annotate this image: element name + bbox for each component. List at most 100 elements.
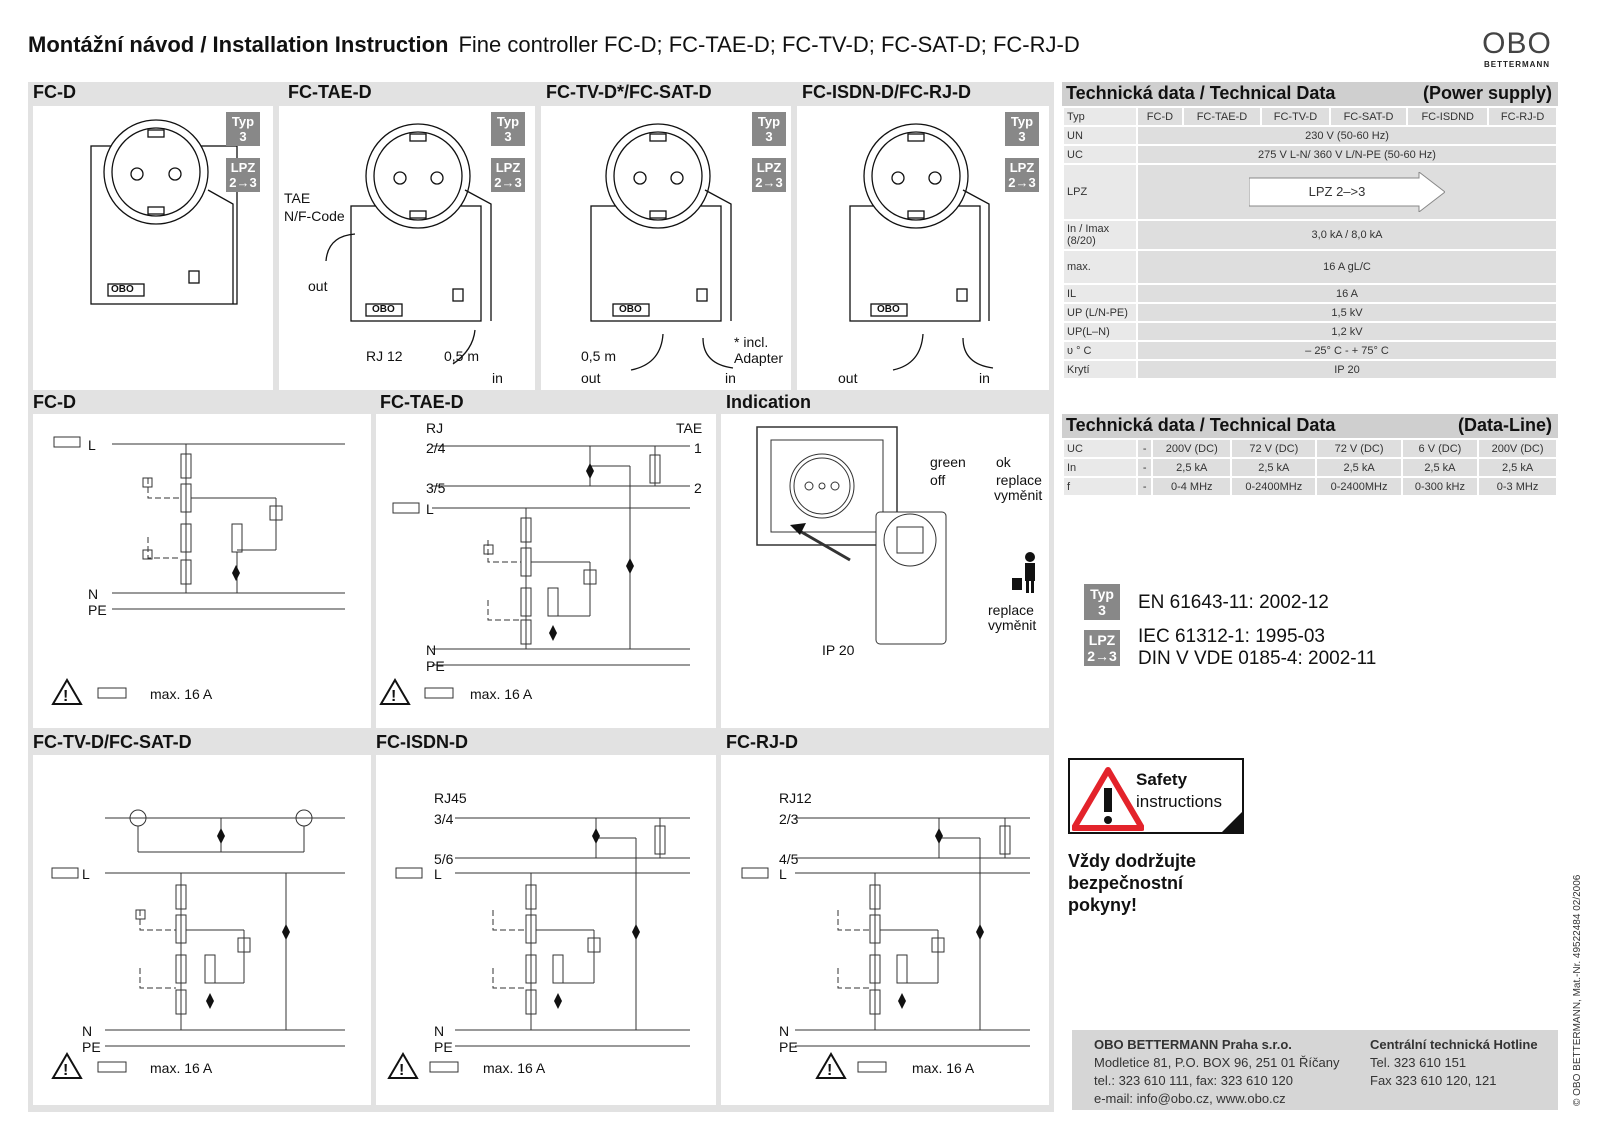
norm-iec: IEC 61312-1: 1995-03 [1138, 626, 1325, 647]
norm-en: EN 61643-11: 2002-12 [1138, 592, 1329, 613]
label-out: out [308, 278, 328, 294]
panel-title-fctv: FC-TV-D*/FC-SAT-D [546, 82, 712, 102]
power-table-header: Technická data / Technical Data (Power s… [1062, 82, 1558, 106]
safety-label: Safety [1136, 770, 1188, 789]
typ-badge: Typ 3 [752, 112, 786, 146]
table-cell: - [1135, 457, 1154, 478]
table-cell: 2,5 kA [1315, 457, 1403, 478]
label-tae: TAE [676, 420, 703, 436]
table-cell: - [1135, 438, 1154, 459]
table-cell: In [1062, 457, 1138, 478]
title-sub: Fine controller FC-D; FC-TAE-D; FC-TV-D;… [458, 32, 1080, 57]
label-l: L [88, 437, 96, 453]
typ-badge: Typ 3 [226, 112, 260, 146]
label-max-fuse: max. 16 A [150, 1060, 213, 1076]
footer-contact: OBO BETTERMANN Praha s.r.o. Modletice 81… [1072, 1030, 1558, 1110]
table-cell: - [1135, 476, 1154, 497]
label-pin: 3/5 [426, 480, 446, 496]
circuit-fctae [376, 414, 716, 728]
power-table: Typ FC-D FC-TAE-D FC-TV-D FC-SAT-D FC-IS… [1062, 106, 1558, 380]
typ-badge: Typ 3 [1084, 584, 1120, 620]
label-incl: * incl. [734, 334, 769, 350]
table-cell: 0-3 MHz [1477, 476, 1558, 497]
label-rj45: RJ45 [434, 790, 467, 806]
label-n: N [426, 642, 437, 658]
table-row: UP (L/N-PE)1,5 kV [1062, 302, 1558, 323]
table-cell: 0-4 MHz [1151, 476, 1233, 497]
lpz-arrow-label: LPZ 2–>3 [1308, 184, 1366, 199]
table-cell: Typ [1062, 106, 1138, 127]
safety-box: Safety instructions [1068, 758, 1244, 834]
table-cell: 200V (DC) [1477, 438, 1558, 459]
lpz-arrow-icon: LPZ 2–>3 [1249, 172, 1445, 212]
table-cell: FC-D [1136, 106, 1184, 127]
footer-hotline: Centrální technická Hotline [1370, 1037, 1538, 1052]
table-row: Typ FC-D FC-TAE-D FC-TV-D FC-SAT-D FC-IS… [1062, 106, 1558, 127]
label-pe: PE [82, 1039, 101, 1055]
table-cell: 200V (DC) [1151, 438, 1233, 459]
page-title: Montážní návod / Installation Instructio… [28, 32, 1080, 58]
table-cell: UC [1062, 438, 1138, 459]
label-l: L [426, 501, 434, 517]
label-n: N [88, 586, 99, 602]
label-nf-code: N/F-Code [284, 208, 345, 224]
label-pin: 5/6 [434, 851, 454, 867]
label-length: 0,5 m [581, 348, 617, 364]
table-row: LPZ LPZ 2–>3 [1062, 163, 1558, 221]
table-cell: 1,5 kV [1136, 302, 1558, 323]
table-cell: FC-TAE-D [1181, 106, 1263, 127]
safety-line: pokyny! [1068, 895, 1138, 915]
label-out: out [838, 370, 858, 386]
label-green: green [930, 454, 966, 470]
label-l: L [82, 866, 90, 882]
footer-email: e-mail: info@obo.cz, www.obo.cz [1094, 1091, 1286, 1106]
safety-line: bezpečnostní [1068, 873, 1184, 893]
panel-title-fcisdn-circuit: FC-ISDN-D [376, 732, 468, 752]
footer-address: Modletice 81, P.O. BOX 96, 251 01 Říčany [1094, 1055, 1340, 1070]
panel-title-fcd: FC-D [33, 82, 76, 102]
label-n: N [779, 1023, 790, 1039]
footer-phone: tel.: 323 610 111, fax: 323 610 120 [1094, 1073, 1294, 1088]
table-cell: 2,5 kA [1477, 457, 1558, 478]
table-cell: IP 20 [1136, 359, 1558, 380]
label-replace: replace [988, 602, 1034, 618]
lpz-badge: LPZ 2→3 [226, 158, 260, 192]
table-cell: 16 A [1136, 283, 1558, 304]
label-in: in [725, 370, 736, 386]
label-max-fuse: max. 16 A [483, 1060, 546, 1076]
panel-title-fcrj-circuit: FC-RJ-D [726, 732, 798, 752]
typ-badge: Typ 3 [491, 112, 525, 146]
side-note: © OBO BETTERMANN, Mat.-Nr. 49522484 02/2… [1572, 874, 1583, 1106]
table-row: UC -200V (DC)72 V (DC)72 V (DC)6 V (DC)2… [1062, 438, 1558, 459]
safety-text: Vždy dodržujte bezpečnostní pokyny! [1068, 850, 1196, 916]
label-l: L [779, 866, 787, 882]
table-cell: – 25° C - + 75° C [1136, 340, 1558, 361]
circuit-diagrams: !!!!! [51, 426, 1035, 1079]
panel-title-fctv-circuit: FC-TV-D/FC-SAT-D [33, 732, 192, 752]
logo-mark: OBO [1482, 27, 1552, 60]
table-cell: 3,0 kA / 8,0 kA [1136, 219, 1558, 251]
label-vymenit: vyměnit [988, 617, 1037, 633]
table-cell: FC-SAT-D [1328, 106, 1409, 127]
table-row: υ ° C– 25° C - + 75° C [1062, 340, 1558, 361]
label-pin: 3/4 [434, 811, 454, 827]
lpz-badge: LPZ 2→3 [752, 158, 786, 192]
label-pe: PE [434, 1039, 453, 1055]
svg-text:!: ! [63, 1062, 68, 1079]
device-logo: OBO [877, 304, 900, 315]
data-line-table: Technická data / Technical Data (Data-Li… [1062, 414, 1558, 497]
label-pin: 1 [694, 440, 702, 456]
table-cell: 2,5 kA [1230, 457, 1318, 478]
lpz-arrow-cell: LPZ 2–>3 [1136, 163, 1558, 221]
label-out: out [581, 370, 601, 386]
power-supply-table: Technická data / Technical Data (Power s… [1062, 82, 1558, 380]
safety-line: Vždy dodržujte [1068, 851, 1197, 871]
svg-text:!: ! [399, 1062, 404, 1079]
label-l: L [434, 866, 442, 882]
power-table-subtitle: (Power supply) [1422, 83, 1552, 103]
